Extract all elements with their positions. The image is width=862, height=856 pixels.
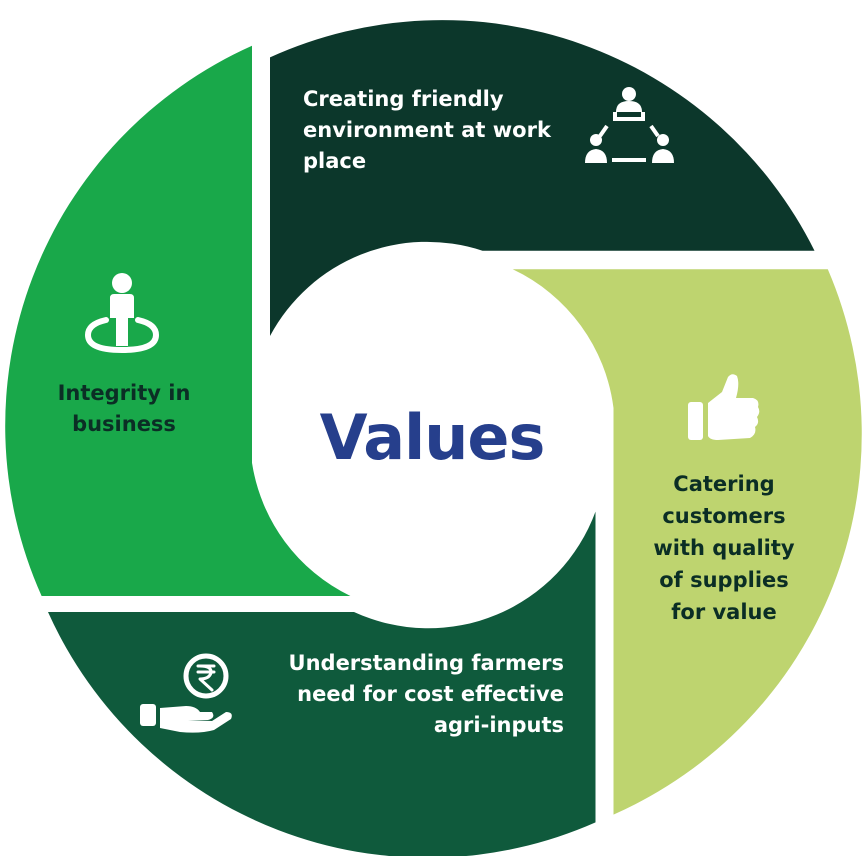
label-line: Catering [673,472,775,496]
people-network-icon [585,87,674,163]
label-line: business [72,412,176,436]
label-line: environment at work [303,118,551,142]
label-line: need for cost effective [297,682,564,706]
label-line: place [303,149,367,173]
segment-left [5,45,351,597]
thumbs-up-icon [688,374,760,440]
label-line: customers [662,504,786,528]
label-line: Integrity in [57,381,191,405]
center-title: Values [319,401,546,474]
person-standing-icon [84,273,160,354]
label-bottom-segment: Understanding farmers need for cost effe… [270,648,564,741]
label-line: Creating friendly [303,87,504,111]
label-line: for value [671,600,777,624]
rupee-hand-icon [140,653,232,733]
label-line: of supplies [659,568,789,592]
segment-top [270,20,815,337]
segment-bottom [48,511,596,856]
label-right-segment: Catering customers with quality of suppl… [640,468,808,628]
label-line: Understanding farmers [288,651,564,675]
label-left-segment: Integrity in business [40,378,208,440]
label-line: with quality [653,536,795,560]
label-top-segment: Creating friendly environment at work pl… [303,84,573,177]
segment-right [512,269,862,815]
label-line: agri-inputs [433,713,564,737]
